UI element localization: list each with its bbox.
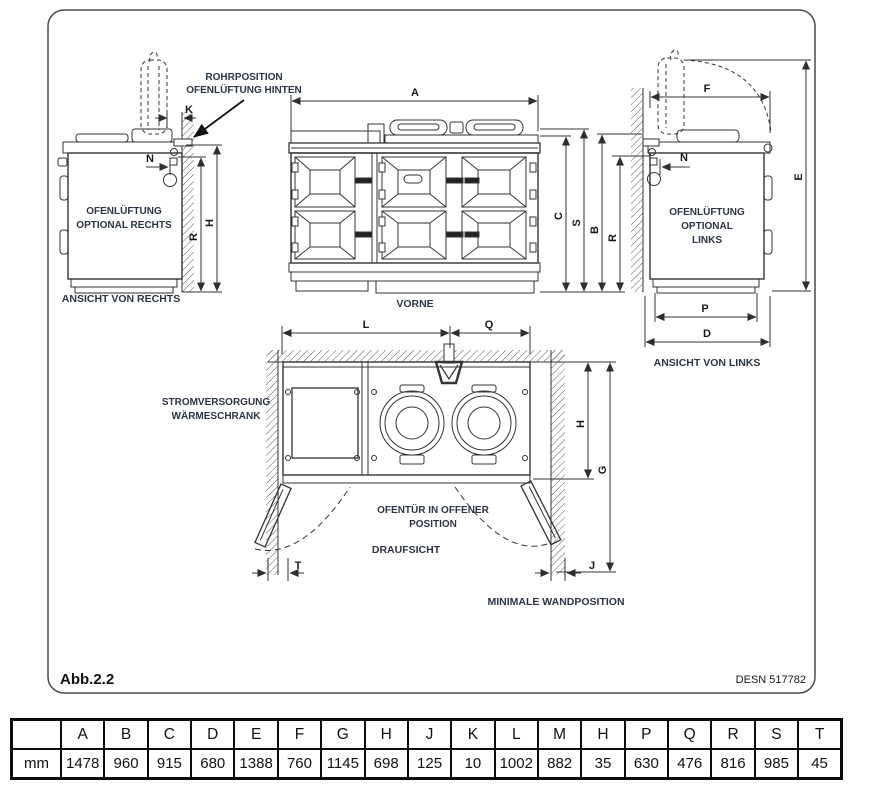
dim-label-s: S bbox=[571, 219, 583, 226]
power-supply-note-line1: STROMVERSORGUNG bbox=[162, 397, 271, 408]
figure-caption: Abb.2.2 bbox=[60, 671, 114, 688]
table-value-cell: 1478 bbox=[59, 748, 106, 780]
front-view bbox=[288, 95, 541, 294]
table-value-cell: 698 bbox=[363, 748, 409, 780]
dim-label-n-left: N bbox=[680, 152, 688, 164]
table-value-cell: 630 bbox=[623, 748, 670, 780]
dim-label-c: C bbox=[553, 212, 565, 220]
dim-label-r-right: R bbox=[188, 233, 200, 241]
table-value-cell: 10 bbox=[450, 748, 496, 780]
dim-label-k: K bbox=[185, 104, 193, 116]
table-header-cell: P bbox=[623, 718, 670, 750]
mid-vertical-dimensions bbox=[540, 128, 650, 293]
dim-label-n-right: N bbox=[146, 153, 154, 165]
left-side-view bbox=[631, 49, 811, 347]
table-header-cell: L bbox=[493, 718, 539, 750]
min-wall-position-note: MINIMALE WANDPOSITION bbox=[487, 596, 624, 608]
dim-label-q: Q bbox=[485, 319, 494, 331]
table-value-cell: 1002 bbox=[493, 748, 539, 780]
dim-label-t: T bbox=[295, 560, 302, 572]
table-value-cell: 1388 bbox=[233, 748, 279, 780]
left-vent-note-line3: LINKS bbox=[692, 235, 722, 246]
dim-label-h-right: H bbox=[204, 219, 216, 227]
table-header-cell: A bbox=[59, 718, 106, 750]
pipe-position-note-line1: ROHRPOSITION bbox=[205, 72, 282, 83]
table-value-cell: 760 bbox=[276, 748, 323, 780]
left-vent-note-line1: OFENLÜFTUNG bbox=[669, 205, 745, 218]
dim-label-h-top: H bbox=[575, 420, 587, 428]
table-header-cell: D bbox=[190, 718, 236, 750]
table-header-cell: G bbox=[320, 718, 366, 750]
dim-label-l: L bbox=[363, 319, 370, 331]
front-view-title: VORNE bbox=[396, 298, 433, 310]
table-header-cell: J bbox=[406, 718, 453, 750]
table-value-cell: 915 bbox=[146, 748, 193, 780]
dim-label-b: B bbox=[589, 226, 601, 234]
left-view-title: ANSICHT VON LINKS bbox=[654, 357, 761, 369]
dimension-table: A B C D E F G H J K L M H P Q R S T mm 1… bbox=[10, 718, 843, 780]
right-view-title: ANSICHT VON RECHTS bbox=[62, 293, 180, 305]
open-door-note-line2: POSITION bbox=[409, 519, 457, 530]
table-value-cell: 45 bbox=[797, 748, 843, 780]
table-header-cell: F bbox=[276, 718, 323, 750]
front-view-doors bbox=[291, 156, 537, 260]
top-view-title: DRAUFSICHT bbox=[372, 544, 441, 556]
dim-label-j: J bbox=[589, 560, 595, 572]
dim-label-p: P bbox=[701, 303, 708, 315]
pipe-position-note-line2: OFENLÜFTUNG HINTEN bbox=[186, 83, 302, 96]
table-header-cell: Q bbox=[667, 718, 713, 750]
table-header-cell: E bbox=[233, 718, 279, 750]
top-view bbox=[252, 326, 616, 581]
table-header-cell: R bbox=[710, 718, 756, 750]
table-header-cell: H bbox=[580, 718, 626, 750]
power-supply-note-line2: WÄRMESCHRANK bbox=[172, 409, 262, 422]
right-vent-note-line2: OPTIONAL RECHTS bbox=[76, 220, 172, 231]
table-value-cell: 35 bbox=[580, 748, 626, 780]
unit-header-cell bbox=[10, 718, 62, 750]
table-header-cell: S bbox=[753, 718, 800, 750]
table-value-cell: 680 bbox=[190, 748, 236, 780]
open-door-note-line1: OFENTÜR IN OFFENER bbox=[377, 503, 489, 516]
table-value-cell: 1145 bbox=[320, 748, 366, 780]
table-header-cell: K bbox=[450, 718, 496, 750]
dim-label-d: D bbox=[703, 328, 711, 340]
table-header-cell: T bbox=[797, 718, 843, 750]
figure-frame bbox=[47, 9, 816, 694]
dim-label-e: E bbox=[793, 173, 805, 180]
table-value-cell: 816 bbox=[710, 748, 756, 780]
right-side-view bbox=[57, 51, 222, 294]
left-vent-note-line2: OPTIONAL bbox=[681, 221, 733, 232]
table-value-cell: 985 bbox=[753, 748, 800, 780]
dim-label-r-left: R bbox=[607, 234, 619, 242]
table-header-cell: M bbox=[536, 718, 583, 750]
table-header-row: A B C D E F G H J K L M H P Q R S T bbox=[10, 718, 843, 750]
table-header-cell: H bbox=[363, 718, 409, 750]
table-header-cell: B bbox=[103, 718, 149, 750]
table-value-row: mm 1478 960 915 680 1388 760 1145 698 12… bbox=[10, 748, 843, 780]
table-value-cell: 476 bbox=[667, 748, 713, 780]
right-vent-note-line1: OFENLÜFTUNG bbox=[86, 204, 162, 217]
table-header-cell: C bbox=[146, 718, 193, 750]
drawing-number: DESN 517782 bbox=[736, 674, 806, 686]
unit-cell: mm bbox=[10, 748, 62, 780]
dim-label-g: G bbox=[597, 466, 609, 475]
table-value-cell: 125 bbox=[406, 748, 453, 780]
dim-label-a: A bbox=[411, 87, 419, 99]
dim-label-f: F bbox=[704, 83, 711, 95]
table-value-cell: 882 bbox=[536, 748, 583, 780]
table-value-cell: 960 bbox=[103, 748, 149, 780]
pipe-position-arrow bbox=[193, 99, 245, 138]
